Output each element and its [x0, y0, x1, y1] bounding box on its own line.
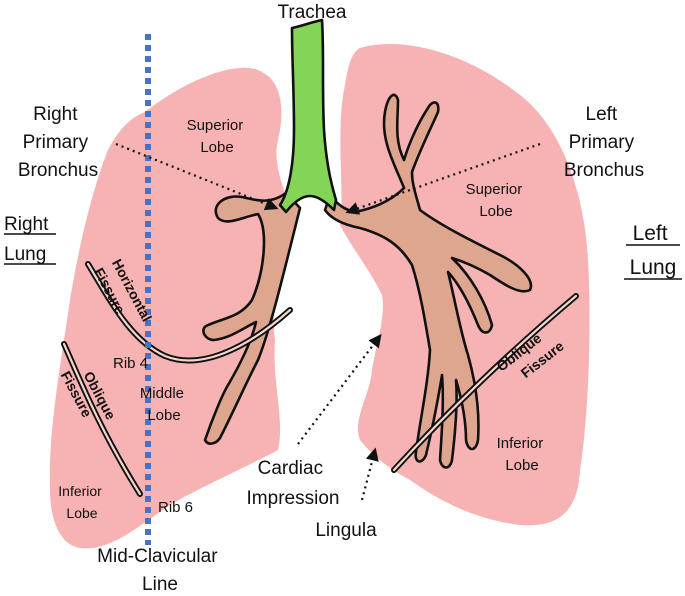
- left-oblique-fissure-line: [391, 293, 579, 473]
- right-inferior-lobe-label: Inferior Lobe: [58, 483, 105, 521]
- left-bronchus-pointer: [345, 142, 541, 215]
- left-inferior-lobe-label: Inferior Lobe: [497, 435, 548, 474]
- left-primary-bronchus-label: Left Primary Bronchus: [564, 104, 644, 181]
- lingula-label: Lingula: [315, 520, 377, 541]
- left-superior-lobe-label: Superior Lobe: [466, 181, 527, 220]
- rib-4-label: Rib 4: [113, 355, 148, 372]
- rib-6-label: Rib 6: [158, 499, 193, 516]
- lingula-pointer: [360, 447, 379, 501]
- right-oblique-fissure-line: [61, 341, 143, 497]
- cardiac-impression-pointer: [297, 333, 382, 445]
- trachea-shape: [278, 18, 338, 214]
- right-bronchial-tree: [202, 191, 302, 445]
- left-lung-label: Left Lung: [630, 222, 677, 279]
- right-lung-shape: [49, 67, 292, 549]
- right-lung-label: Right Lung: [4, 214, 54, 265]
- trachea-label: Trachea: [278, 2, 347, 23]
- cardiac-impression-label: Cardiac Impression: [247, 458, 340, 509]
- right-primary-bronchus-label: Right Primary Bronchus: [18, 104, 98, 181]
- mid-clavicular-line-label: Mid-Clavicular Line: [97, 546, 223, 595]
- right-superior-lobe-label: Superior Lobe: [187, 117, 248, 156]
- middle-lobe-label: Middle Lobe: [140, 385, 188, 424]
- left-bronchial-tree: [323, 93, 533, 469]
- horizontal-fissure-line: [85, 261, 293, 364]
